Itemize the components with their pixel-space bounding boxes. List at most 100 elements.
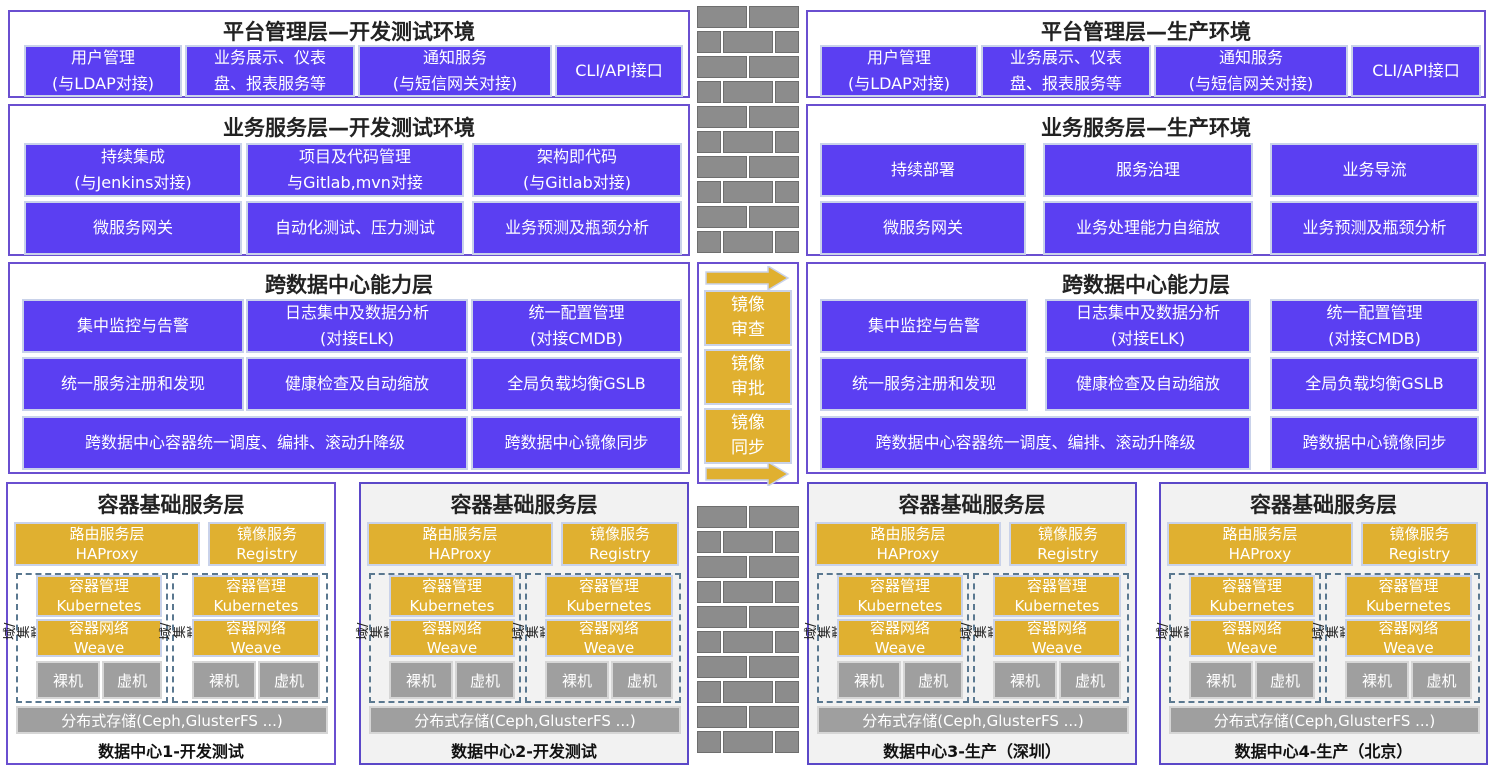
dc-baremetal: 裸机 (545, 661, 609, 699)
dc-title: 容器基础服务层 (97, 493, 245, 517)
left-cross-registry: 统一服务注册和发现 (22, 357, 244, 411)
right-business-autoscale: 业务处理能力自缩放 (1043, 201, 1253, 255)
gate-step-review: 镜像 审查 (704, 290, 792, 346)
datacenter-1: 容器基础服务层 路由服务层 HAProxy 镜像服务 Registry 域/集群… (3, 482, 336, 765)
right-business-panel: 业务服务层—生产环境 持续部署 服务治理 业务导流 微服务网关 业务处理能力自缩… (806, 104, 1486, 256)
right-business-title: 业务服务层—生产环境 (1041, 116, 1251, 140)
firewall-wall-top (697, 6, 799, 254)
dc-weave: 容器网络 Weave (993, 619, 1121, 657)
dc-cluster: 域/集群 容器管理 Kubernetes 容器网络 Weave 裸机 虚机 (1312, 573, 1480, 703)
right-platform-cli-api: CLI/API接口 (1351, 45, 1481, 97)
dc-baremetal: 裸机 (389, 661, 453, 699)
dc-storage: 分布式存储(Ceph,GlusterFS ...) (1169, 706, 1480, 734)
firewall-wall-bottom (697, 506, 799, 768)
dc-registry: 镜像服务 Registry (1009, 522, 1127, 566)
right-platform-dashboard: 业务展示、仪表 盘、报表服务等 (981, 45, 1151, 97)
left-platform-dashboard: 业务展示、仪表 盘、报表服务等 (185, 45, 355, 97)
dc-weave: 容器网络 Weave (192, 619, 320, 657)
image-gate: 镜像 审查 镜像 审批 镜像 同步 (697, 262, 799, 486)
dc-label: 数据中心1-开发测试 (98, 742, 244, 761)
gate-step-approve: 镜像 审批 (704, 349, 792, 405)
left-business-gateway: 微服务网关 (24, 201, 242, 255)
left-business-forecast: 业务预测及瓶颈分析 (472, 201, 682, 255)
left-cross-image-sync: 跨数据中心镜像同步 (471, 416, 682, 470)
dc-k8s: 容器管理 Kubernetes (1345, 575, 1472, 617)
right-cross-monitor: 集中监控与告警 (820, 299, 1028, 353)
left-cross-schedule: 跨数据中心容器统一调度、编排、滚动升降级 (22, 416, 468, 470)
dc-router: 路由服务层 HAProxy (14, 522, 200, 566)
right-cross-config: 统一配置管理 (对接CMDB) (1270, 299, 1479, 353)
dc-baremetal: 裸机 (1345, 661, 1409, 699)
dc-label: 数据中心3-生产（深圳） (883, 742, 1061, 761)
dc-baremetal: 裸机 (837, 661, 901, 699)
dc-label: 数据中心4-生产（北京） (1234, 742, 1413, 761)
dc-router: 路由服务层 HAProxy (815, 522, 1001, 566)
left-cross-health: 健康检查及自动缩放 (246, 357, 468, 411)
dc-storage: 分布式存储(Ceph,GlusterFS ...) (369, 706, 681, 734)
left-business-autotest: 自动化测试、压力测试 (246, 201, 464, 255)
left-business-code-mgmt: 项目及代码管理 与Gitlab,mvn对接 (246, 143, 464, 197)
right-cross-title: 跨数据中心能力层 (1062, 273, 1230, 297)
dc-vm: 虚机 (1059, 661, 1121, 699)
right-business-forecast: 业务预测及瓶颈分析 (1270, 201, 1479, 255)
dc-vm: 虚机 (1411, 661, 1472, 699)
left-cross-panel: 跨数据中心能力层 集中监控与告警 日志集中及数据分析 (对接ELK) 统一配置管… (8, 262, 690, 474)
dc-weave: 容器网络 Weave (36, 619, 162, 657)
dc-label: 数据中心2-开发测试 (451, 742, 597, 761)
dc-baremetal: 裸机 (1189, 661, 1253, 699)
right-cross-schedule: 跨数据中心容器统一调度、编排、滚动升降级 (820, 416, 1251, 470)
right-cross-logging: 日志集中及数据分析 (对接ELK) (1045, 299, 1251, 353)
dc-weave: 容器网络 Weave (389, 619, 515, 657)
right-business-cd: 持续部署 (820, 143, 1026, 197)
dc-baremetal: 裸机 (993, 661, 1057, 699)
dc-k8s: 容器管理 Kubernetes (1189, 575, 1315, 617)
right-platform-user-mgmt: 用户管理 (与LDAP对接) (820, 45, 978, 97)
right-cross-gslb: 全局负载均衡GSLB (1270, 357, 1479, 411)
dc-cluster: 域/集群 容器管理 Kubernetes 容器网络 Weave 裸机 虚机 (356, 573, 521, 703)
datacenter-4: 容器基础服务层 路由服务层 HAProxy 镜像服务 Registry 域/集群… (1156, 482, 1488, 765)
left-business-iac: 架构即代码 (与Gitlab对接) (472, 143, 682, 197)
dc-cluster: 域/集群 容器管理 Kubernetes 容器网络 Weave 裸机 虚机 (159, 573, 328, 703)
left-cross-title: 跨数据中心能力层 (265, 273, 433, 297)
right-cross-registry: 统一服务注册和发现 (820, 357, 1028, 411)
dc-k8s: 容器管理 Kubernetes (389, 575, 515, 617)
dc-vm: 虚机 (1255, 661, 1315, 699)
left-business-panel: 业务服务层—开发测试环境 持续集成 (与Jenkins对接) 项目及代码管理 与… (8, 104, 690, 256)
left-platform-panel: 平台管理层—开发测试环境 用户管理 (与LDAP对接) 业务展示、仪表 盘、报表… (8, 10, 690, 98)
dc-cluster: 域/集群 容器管理 Kubernetes 容器网络 Weave 裸机 虚机 (512, 573, 681, 703)
dc-vm: 虚机 (258, 661, 320, 699)
left-business-title: 业务服务层—开发测试环境 (223, 116, 475, 140)
dc-storage: 分布式存储(Ceph,GlusterFS ...) (16, 706, 328, 734)
dc-k8s: 容器管理 Kubernetes (993, 575, 1121, 617)
right-cross-panel: 跨数据中心能力层 集中监控与告警 日志集中及数据分析 (对接ELK) 统一配置管… (806, 262, 1486, 474)
left-cross-monitor: 集中监控与告警 (22, 299, 244, 353)
dc-vm: 虚机 (611, 661, 673, 699)
dc-weave: 容器网络 Weave (1345, 619, 1472, 657)
datacenter-3: 容器基础服务层 路由服务层 HAProxy 镜像服务 Registry 域/集群… (804, 482, 1137, 765)
left-platform-title: 平台管理层—开发测试环境 (223, 20, 475, 44)
dc-cluster: 域/集群 容器管理 Kubernetes 容器网络 Weave 裸机 虚机 (3, 573, 168, 703)
right-cross-health: 健康检查及自动缩放 (1045, 357, 1251, 411)
dc-cluster: 域/集群 容器管理 Kubernetes 容器网络 Weave 裸机 虚机 (1156, 573, 1321, 703)
datacenter-2: 容器基础服务层 路由服务层 HAProxy 镜像服务 Registry 域/集群… (356, 482, 689, 765)
left-business-ci: 持续集成 (与Jenkins对接) (24, 143, 242, 197)
left-platform-user-mgmt: 用户管理 (与LDAP对接) (24, 45, 182, 97)
dc-router: 路由服务层 HAProxy (367, 522, 553, 566)
right-platform-panel: 平台管理层—生产环境 用户管理 (与LDAP对接) 业务展示、仪表 盘、报表服务… (806, 10, 1486, 98)
dc-vm: 虚机 (903, 661, 963, 699)
dc-weave: 容器网络 Weave (545, 619, 673, 657)
right-business-traffic: 业务导流 (1270, 143, 1479, 197)
dc-weave: 容器网络 Weave (837, 619, 963, 657)
left-platform-notify: 通知服务 (与短信网关对接) (358, 45, 552, 97)
right-platform-notify: 通知服务 (与短信网关对接) (1154, 45, 1348, 97)
gate-step-sync: 镜像 同步 (704, 408, 792, 464)
dc-weave: 容器网络 Weave (1189, 619, 1315, 657)
dc-vm: 虚机 (455, 661, 515, 699)
dc-baremetal: 裸机 (192, 661, 256, 699)
right-business-governance: 服务治理 (1043, 143, 1253, 197)
left-cross-gslb: 全局负载均衡GSLB (471, 357, 682, 411)
right-business-gateway: 微服务网关 (820, 201, 1026, 255)
dc-baremetal: 裸机 (36, 661, 100, 699)
dc-registry: 镜像服务 Registry (561, 522, 679, 566)
left-cross-config: 统一配置管理 (对接CMDB) (471, 299, 682, 353)
